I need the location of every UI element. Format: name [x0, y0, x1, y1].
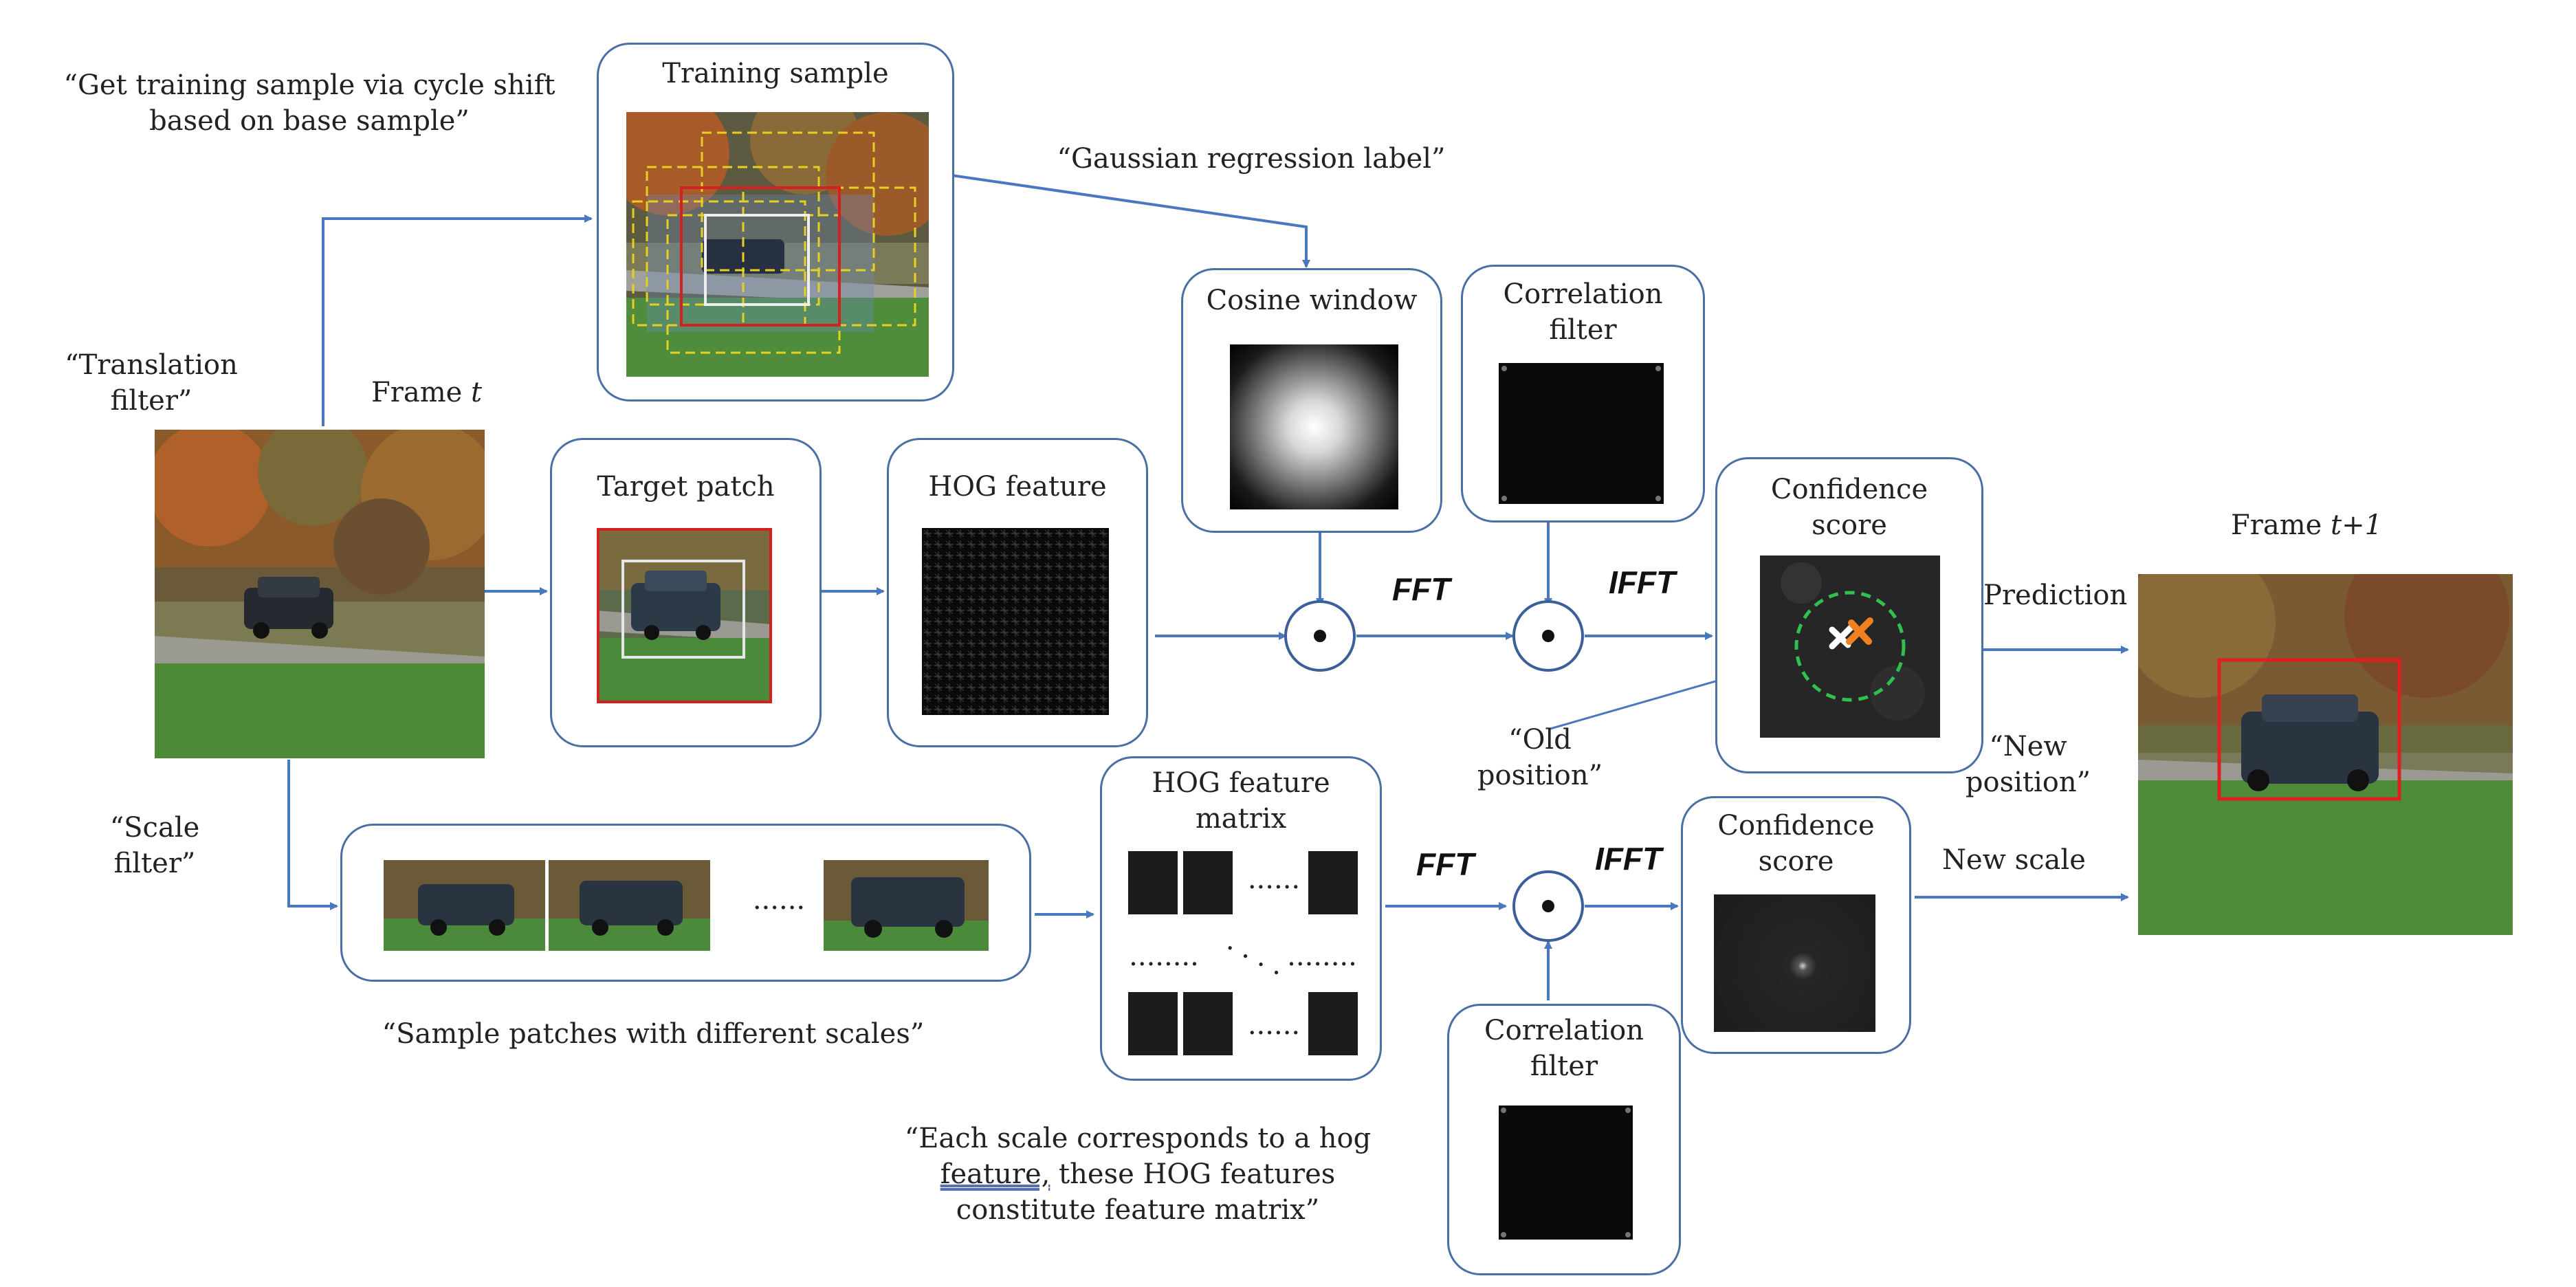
- cycle-shift-annotation: “Get training sample via cycle shift bas…: [63, 69, 555, 137]
- multiply-dot-2: [1542, 630, 1554, 642]
- scale-patches-box: ......: [340, 824, 1031, 982]
- training-sample-box: Training sample: [597, 43, 954, 402]
- new-position-marker: [1846, 617, 1873, 645]
- hog-feature-box: HOG feature: [887, 438, 1148, 747]
- hog-feature-matrix-box: HOG feature matrix ...... ........ . . .…: [1100, 756, 1382, 1081]
- confidence-score-bottom-box: Confidence score: [1681, 796, 1911, 1054]
- target-patch-box: Target patch: [550, 438, 822, 747]
- scale-patch-2: [549, 860, 710, 951]
- arrow-gaussian-to-cosine: [890, 165, 1310, 268]
- correlation-filter-bottom-image: [1499, 1106, 1633, 1240]
- multiply-dot-1: [1314, 630, 1326, 642]
- ifft-label-bottom: IFFT: [1595, 841, 1662, 877]
- correlation-filter-top-box: Correlation filter: [1461, 265, 1705, 522]
- feature-underlined-word: feature,: [940, 1158, 1050, 1190]
- new-scale-label: New scale: [1942, 844, 2086, 876]
- frame-t1-image: [2138, 574, 2513, 935]
- hog-matrix-ellipsis-bottom: ......: [1247, 1009, 1301, 1041]
- hog-matrix-cell: [1308, 992, 1358, 1055]
- hog-feature-matrix-title: HOG feature matrix: [1152, 767, 1330, 835]
- new-position-annotation: “New position”: [1965, 731, 2091, 798]
- arrow-to-training-sample: [322, 214, 593, 426]
- confidence-score-top-title: Confidence score: [1770, 474, 1928, 541]
- hog-matrix-cell: [1128, 851, 1178, 914]
- correlation-filter-bottom-box: Correlation filter: [1447, 1004, 1681, 1275]
- gaussian-label-annotation: “Gaussian regression label”: [1057, 143, 1446, 175]
- frame-t1-label: Frame t+1: [2231, 509, 2383, 541]
- hog-matrix-cell: [1128, 992, 1178, 1055]
- scale-patch-1: [384, 860, 545, 951]
- hog-matrix-ellipsis-top: ......: [1247, 864, 1301, 895]
- scale-patch-n: [824, 860, 989, 951]
- hog-feature-image: [922, 528, 1109, 715]
- prediction-label: Prediction: [1983, 580, 2128, 611]
- cosine-window-box: Cosine window: [1181, 268, 1442, 533]
- arrow-to-scale-patches: [287, 760, 338, 910]
- fft-label-bottom: FFT: [1416, 846, 1475, 882]
- old-position-annotation: “Old position”: [1477, 724, 1603, 791]
- scale-filter-annotation: “Scale filter”: [109, 812, 200, 879]
- confidence-score-bottom-image: [1714, 894, 1875, 1032]
- hog-matrix-cell: [1183, 992, 1233, 1055]
- old-position-marker: [1829, 622, 1856, 650]
- correlation-filter-top-title: Correlation filter: [1503, 278, 1663, 346]
- cosine-window-image: [1230, 344, 1398, 509]
- hog-matrix-cell: [1183, 851, 1233, 914]
- confidence-score-top-box: Confidence score: [1715, 457, 1983, 773]
- correlation-filter-top-image: [1499, 363, 1664, 504]
- hog-matrix-ellipsis-mid-left: ........: [1129, 940, 1199, 972]
- frame-t-label: Frame t: [371, 377, 483, 408]
- target-patch-title: Target patch: [597, 471, 775, 503]
- confidence-score-bottom-title: Confidence score: [1717, 810, 1875, 877]
- correlation-filter-bottom-title: Correlation filter: [1484, 1015, 1644, 1082]
- sample-patches-annotation: “Sample patches with different scales”: [382, 1018, 925, 1050]
- fft-label-top: FFT: [1392, 571, 1451, 607]
- multiply-dot-3: [1542, 900, 1554, 912]
- cosine-window-title: Cosine window: [1206, 285, 1418, 316]
- hog-matrix-cell: [1308, 851, 1358, 914]
- frame-t-image: [155, 430, 485, 758]
- scale-patches-ellipsis: ......: [752, 884, 806, 916]
- target-patch-image: [597, 528, 772, 703]
- hog-matrix-ellipsis-mid-right: ........: [1287, 940, 1357, 972]
- hog-feature-title: HOG feature: [928, 471, 1107, 503]
- ifft-label-top: IFFT: [1609, 564, 1676, 600]
- confidence-score-top-image: [1760, 556, 1940, 738]
- each-scale-annotation: “Each scale corresponds to a hog feature…: [904, 1123, 1372, 1226]
- training-sample-title: Training sample: [662, 58, 889, 89]
- training-sample-image: [626, 112, 929, 377]
- translation-filter-annotation: “Translation filter”: [65, 349, 238, 417]
